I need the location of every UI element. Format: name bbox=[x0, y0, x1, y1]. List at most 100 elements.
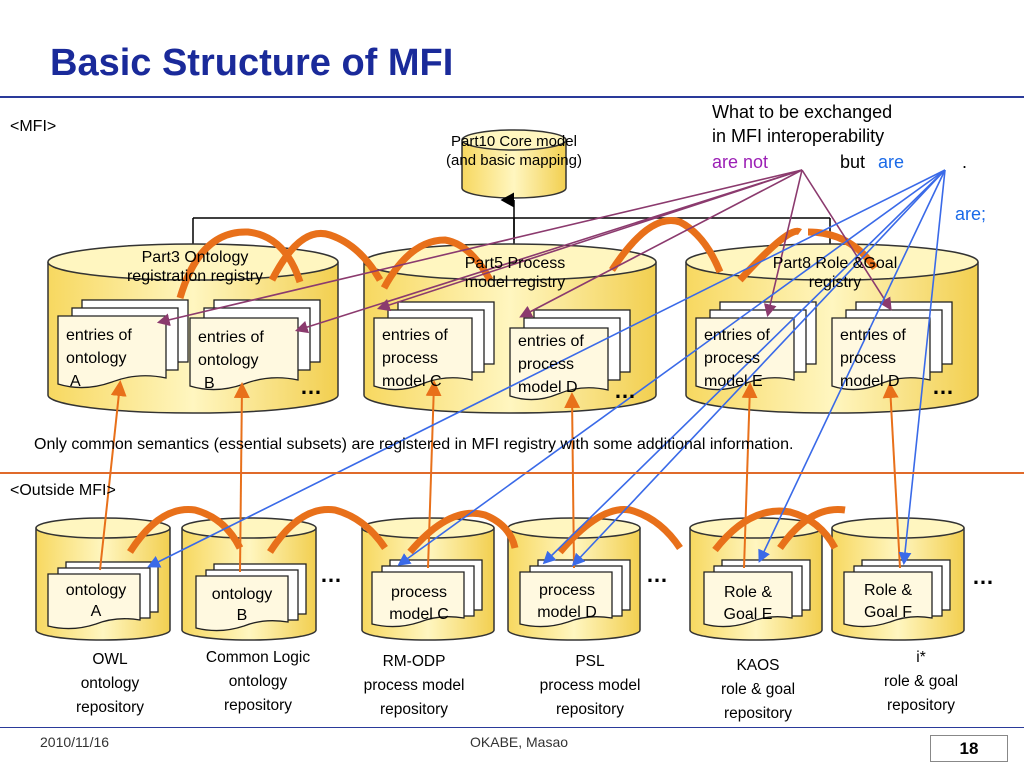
section-label-outside: <Outside MFI> bbox=[10, 482, 116, 499]
repo-label-istar: i* role & goal repository bbox=[856, 646, 986, 718]
doc-text: model D bbox=[537, 604, 597, 621]
are-lines bbox=[147, 169, 946, 568]
more-ellipsis: … bbox=[614, 378, 636, 403]
footer-author: OKABE, Masao bbox=[470, 734, 569, 750]
doc-text: Goal E bbox=[723, 606, 773, 623]
registry-note: Only common semantics (essential subsets… bbox=[34, 436, 794, 453]
doc-text: ontology bbox=[65, 582, 127, 599]
doc-ontology-a: ontology A bbox=[56, 580, 136, 622]
entry-text: process bbox=[518, 356, 575, 373]
note-but: but bbox=[840, 152, 866, 172]
entry-text: model E bbox=[704, 373, 763, 390]
core-model-label: Part10 Core model (and basic mapping) bbox=[410, 132, 618, 170]
registry-part8-line-2: registry bbox=[808, 274, 862, 291]
entry-text: model D bbox=[840, 373, 900, 390]
doc-text: process bbox=[538, 582, 596, 599]
more-ellipsis: … bbox=[972, 564, 994, 589]
repo-label-text: repository bbox=[379, 701, 449, 718]
repo-label-text: RM-ODP bbox=[382, 653, 446, 670]
entry-text: process bbox=[704, 350, 761, 367]
repo-label-text: process model bbox=[539, 677, 641, 694]
entry-text: entries of bbox=[840, 327, 906, 344]
more-ellipsis: … bbox=[646, 562, 668, 587]
page-number: 18 bbox=[930, 735, 1008, 762]
repo-label-kaos: KAOS role & goal repository bbox=[690, 654, 826, 726]
note-are-not: are not bbox=[712, 152, 769, 172]
repo-label-text: repository bbox=[75, 699, 145, 716]
entry-process-model-e: entries of process model E bbox=[704, 324, 770, 393]
entry-text: entries of bbox=[518, 333, 584, 350]
doc-text: model C bbox=[389, 606, 449, 623]
repo-label-text: OWL bbox=[92, 651, 128, 668]
repo-label-text: ontology bbox=[228, 673, 288, 690]
core-model-line-1: Part10 Core model bbox=[451, 133, 577, 150]
registry-part5-line-2: model registry bbox=[464, 274, 566, 291]
doc-text: A bbox=[90, 603, 102, 620]
repo-label-text: role & goal bbox=[720, 681, 796, 698]
repo-label-text: i* bbox=[916, 649, 926, 666]
doc-text: B bbox=[236, 607, 248, 624]
page-title: Basic Structure of MFI bbox=[50, 42, 454, 84]
doc-text: Role & bbox=[723, 584, 773, 601]
repo-label-text: repository bbox=[223, 697, 293, 714]
core-model-cylinder bbox=[461, 129, 567, 199]
doc-text: Role & bbox=[863, 582, 913, 599]
doc-ontology-b: ontology B bbox=[202, 584, 282, 626]
note-period: . bbox=[962, 152, 968, 172]
doc-text: ontology bbox=[211, 586, 273, 603]
more-ellipsis: … bbox=[300, 374, 322, 399]
entry-process-model-c: entries of process model C bbox=[382, 324, 448, 393]
repo-label-rm-odp: RM-ODP process model repository bbox=[344, 650, 484, 722]
entry-text: process bbox=[840, 350, 897, 367]
repo-label-text: Common Logic bbox=[205, 649, 311, 666]
note-line-2: in MFI interoperability bbox=[712, 126, 885, 146]
registry-label-part8: Part8 Role &Goal registry bbox=[720, 254, 950, 292]
section-label-mfi: <MFI> bbox=[10, 118, 57, 135]
entry-text: entries of bbox=[66, 327, 132, 344]
entry-ontology-a: entries of ontology A bbox=[66, 324, 132, 393]
entry-text: ontology bbox=[198, 352, 259, 369]
repo-label-text: repository bbox=[723, 705, 793, 722]
more-ellipsis: … bbox=[932, 374, 954, 399]
repo-label-owl: OWL ontology repository bbox=[40, 648, 180, 720]
title-underline bbox=[0, 96, 1024, 98]
repo-label-common-logic: Common Logic ontology repository bbox=[180, 646, 336, 718]
doc-process-model-d: process model D bbox=[526, 580, 608, 624]
mfi-boundary-line bbox=[0, 472, 1024, 474]
entry-process-model-d-2: entries of process model D bbox=[840, 324, 906, 393]
registry-part8-line-1: Part8 Role &Goal bbox=[772, 255, 898, 272]
entry-text: ontology bbox=[66, 350, 127, 367]
entry-text: entries of bbox=[382, 327, 448, 344]
entry-text: B bbox=[204, 375, 215, 392]
registry-label-part3: Part3 Ontology registration registry bbox=[70, 248, 320, 286]
registry-part3-line-2: registration registry bbox=[126, 268, 264, 285]
entry-text: model D bbox=[518, 379, 578, 396]
footer-date: 2010/11/16 bbox=[40, 734, 110, 750]
more-ellipsis: … bbox=[320, 562, 342, 587]
repo-label-text: repository bbox=[555, 701, 625, 718]
repo-label-text: KAOS bbox=[736, 657, 780, 674]
outside-doc-stacks bbox=[47, 559, 951, 632]
doc-process-model-c: process model C bbox=[378, 582, 460, 626]
doc-text: Goal F bbox=[863, 604, 912, 621]
repo-label-text: role & goal bbox=[883, 673, 959, 690]
doc-role-goal-e: Role & Goal E bbox=[708, 582, 788, 626]
registry-label-part5: Part5 Process model registry bbox=[400, 254, 630, 292]
footer-rule bbox=[0, 727, 1024, 728]
repo-label-text: process model bbox=[363, 677, 465, 694]
outside-interop-arrows bbox=[127, 505, 846, 555]
mapping-links bbox=[99, 380, 901, 573]
are-not-lines bbox=[156, 169, 892, 334]
doc-role-goal-f: Role & Goal F bbox=[848, 580, 928, 624]
repo-label-text: PSL bbox=[575, 653, 605, 670]
entry-ontology-b: entries of ontology B bbox=[198, 326, 264, 395]
entry-text: entries of bbox=[704, 327, 770, 344]
doc-text: process bbox=[390, 584, 448, 601]
note-are-semicolon: are; bbox=[955, 204, 987, 224]
entry-text: process bbox=[382, 350, 439, 367]
entry-text: A bbox=[70, 373, 81, 390]
note-line-1: What to be exchanged bbox=[712, 102, 893, 122]
entry-text: entries of bbox=[198, 329, 264, 346]
entry-text: model C bbox=[382, 373, 442, 390]
